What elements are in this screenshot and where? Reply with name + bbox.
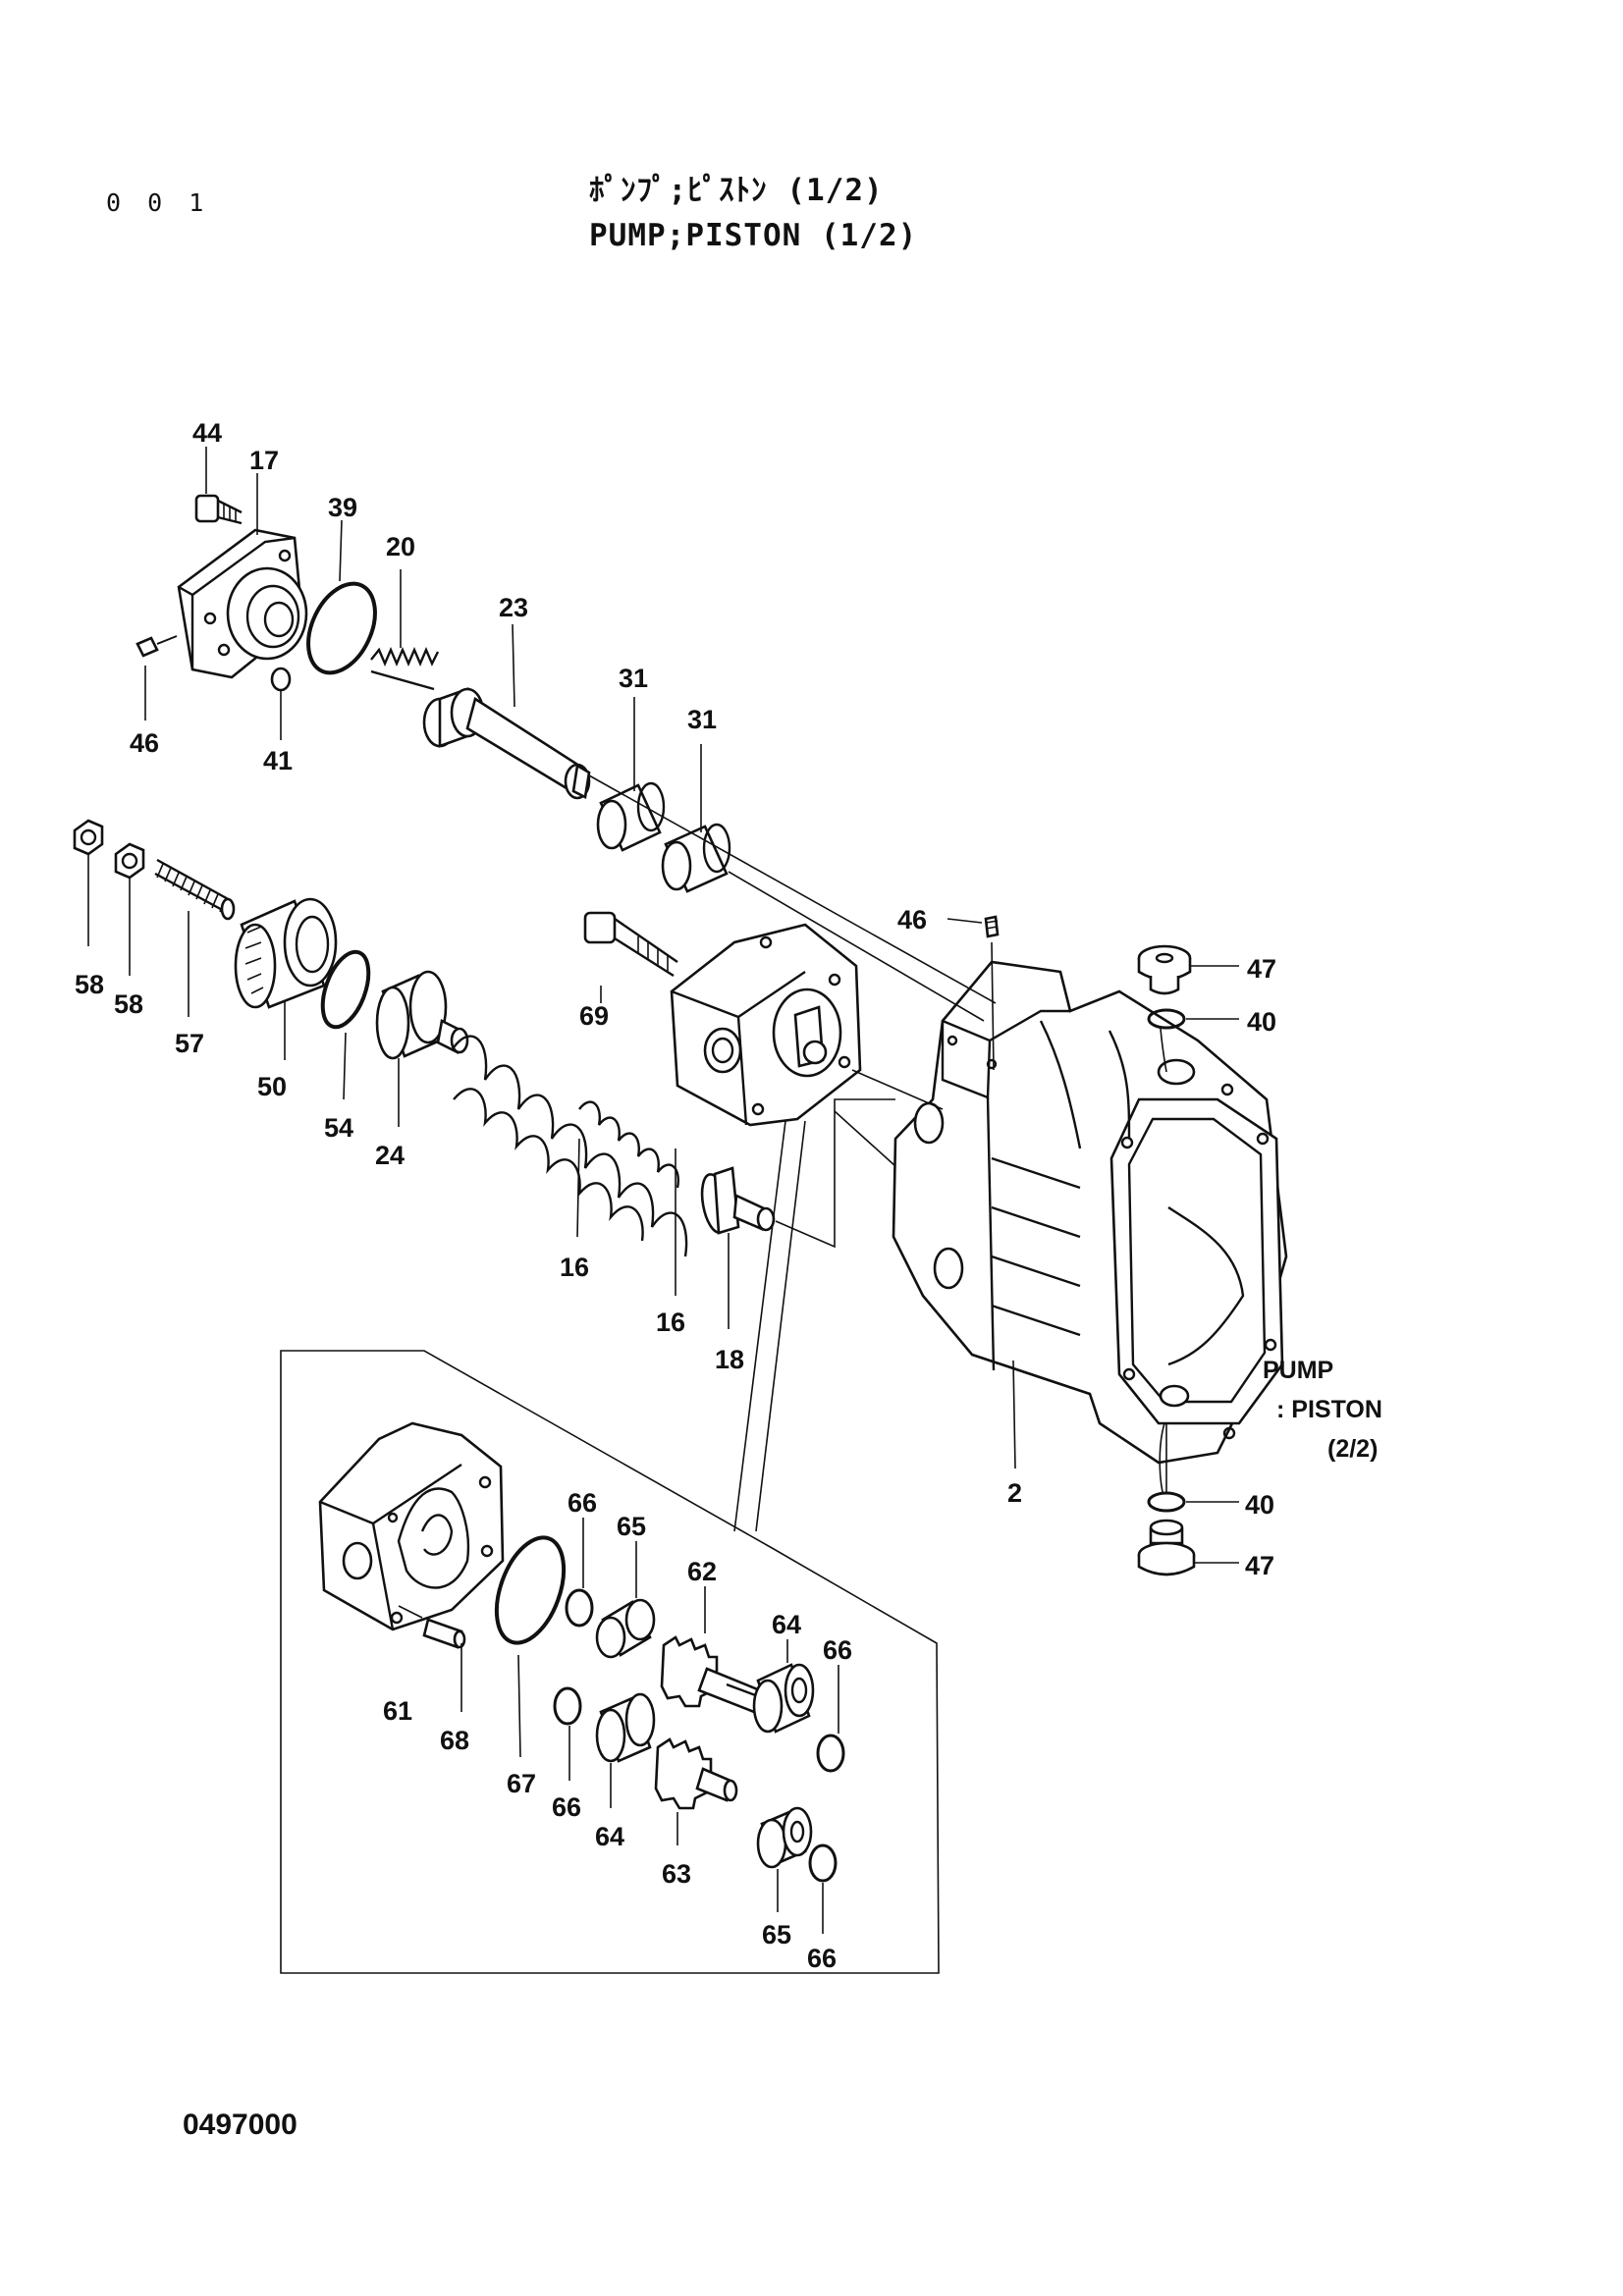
reference-note-line3: (2/2) [1327,1435,1378,1463]
part-57-screw [154,858,236,921]
part-58-nut-b [114,842,145,880]
part-66-oring-a [565,1518,594,1628]
label-2: 2 [1007,1478,1022,1508]
part-54-oring [320,949,371,1030]
label-17: 17 [249,446,279,475]
part-65-bushing-b [756,1806,813,1912]
label-40-a: 40 [1247,1007,1276,1037]
label-66-d: 66 [807,1944,837,1973]
part-2-housing [892,960,1288,1465]
part-50-cap [234,897,338,1009]
part-23-spool [422,687,591,800]
label-46-a: 46 [130,728,159,758]
document-code: 0497000 [183,2109,298,2141]
label-62: 62 [687,1557,717,1586]
part-46-plug-lower [984,915,1000,938]
part-58-nut-a [73,819,104,856]
reference-note-line1: PUMP [1263,1357,1333,1384]
label-24: 24 [375,1141,405,1170]
label-61: 61 [383,1696,412,1726]
label-31-a: 31 [619,664,648,693]
label-44: 44 [192,418,222,448]
part-66-oring-d [808,1843,838,1934]
part-47-plug-lower [1137,1519,1196,1576]
part-66-oring-c [553,1686,582,1781]
title-japanese: ﾎﾟﾝﾌﾟ;ﾋﾟｽﾄﾝ (1/2) [589,173,884,208]
label-50: 50 [257,1072,287,1101]
label-31-b: 31 [687,705,717,734]
part-47-plug-upper [1137,944,1192,995]
label-23: 23 [499,593,528,622]
part-66-oring-b [816,1665,845,1773]
label-41: 41 [263,746,293,775]
part-16-spring-outer [451,1035,688,1257]
label-66-a: 66 [568,1488,597,1518]
part-39-oring [306,581,377,675]
part-63-driven-gear [654,1737,738,1845]
part-62-drive-gear [660,1586,762,1714]
label-20: 20 [386,532,415,561]
part-68-pin [398,1605,466,1712]
label-16-a: 16 [560,1253,589,1282]
label-57: 57 [175,1029,204,1058]
part-24-seat [375,970,469,1060]
label-68: 68 [440,1726,469,1755]
part-65-bushing-a [595,1541,656,1659]
part-64-bearing-b [595,1692,656,1808]
reference-note-line2: : PISTON [1276,1396,1382,1423]
label-58-a: 58 [75,970,104,999]
part-17-cover [177,528,308,679]
label-65-b: 65 [762,1920,791,1949]
label-64-a: 64 [772,1610,801,1639]
label-65-a: 65 [617,1512,646,1541]
label-58-b: 58 [114,989,143,1019]
part-20-spring [370,646,440,691]
part-16-spring-inner [578,1100,679,1189]
title-english: PUMP;PISTON (1/2) [589,218,918,253]
label-66-c: 66 [552,1792,581,1822]
label-67: 67 [507,1769,536,1798]
leader-lines [87,447,1239,1564]
part-labels: 44 17 39 20 23 31 31 46 41 46 47 40 69 5… [75,418,1276,1973]
part-64-bearing-a [752,1639,815,1734]
part-40-oring-upper [1147,1008,1186,1030]
label-46-b: 46 [897,905,927,934]
label-40-b: 40 [1245,1490,1274,1520]
label-47-b: 47 [1245,1551,1274,1580]
label-39: 39 [328,493,357,522]
part-41-pin [270,667,292,692]
label-18: 18 [715,1345,744,1374]
part-31-sleeve-a [596,781,666,852]
part-44-bolt [194,494,243,525]
label-47-a: 47 [1247,954,1276,984]
part-61-gear-housing [318,1421,505,1631]
page-number: 0 0 1 [106,188,210,217]
label-63: 63 [662,1859,691,1889]
part-40-oring-lower [1147,1491,1186,1513]
part-middle-block [670,923,862,1127]
inset-frame [280,1350,940,1974]
part-18-spring-seat [700,1166,776,1235]
part-67-oring [494,1535,567,1758]
part-46-plug-upper [135,635,178,658]
label-66-b: 66 [823,1635,852,1665]
label-64-b: 64 [595,1822,624,1851]
reference-note: PUMP : PISTON (2/2) [1263,1357,1382,1463]
label-16-b: 16 [656,1308,685,1337]
label-54: 54 [324,1113,353,1143]
label-69: 69 [579,1001,609,1031]
part-31-sleeve-b [661,823,731,893]
part-69-bolt [583,911,678,978]
